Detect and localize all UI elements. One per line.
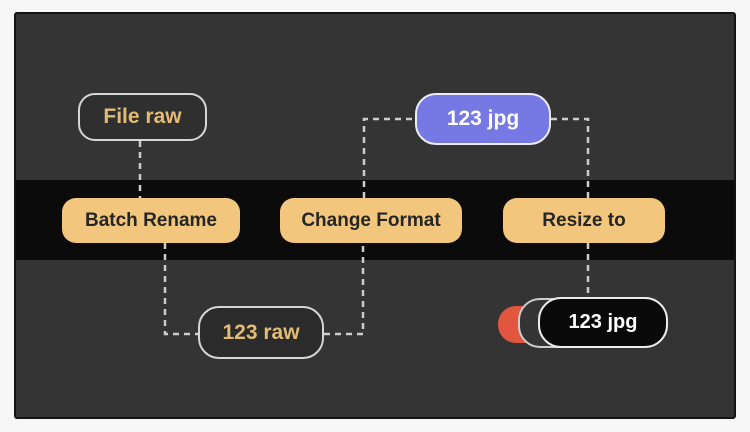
node-renamed-file[interactable]: 123 raw xyxy=(198,306,324,359)
connector-lines xyxy=(138,117,590,336)
action-resize-to[interactable]: Resize to xyxy=(503,198,665,243)
connector-batchrename-to-123raw xyxy=(163,243,198,336)
connector-123jpg-to-resizeto xyxy=(551,117,590,198)
action-change-format-label: Change Format xyxy=(301,209,441,231)
node-output-file[interactable]: 123 jpg xyxy=(538,297,668,348)
diagram-panel: File raw 123 jpg Batch Rename Change For… xyxy=(14,12,736,419)
action-change-format[interactable]: Change Format xyxy=(280,198,462,243)
node-output-file-label: 123 jpg xyxy=(568,311,638,333)
node-source-file-label: File raw xyxy=(103,105,182,128)
action-batch-rename[interactable]: Batch Rename xyxy=(62,198,240,243)
action-batch-rename-label: Batch Rename xyxy=(85,209,217,231)
node-source-file[interactable]: File raw xyxy=(78,93,207,141)
action-resize-to-label: Resize to xyxy=(542,209,626,231)
connector-123raw-to-changeformat xyxy=(324,243,365,336)
connector-changeformat-to-123jpg xyxy=(362,117,415,198)
node-renamed-file-label: 123 raw xyxy=(222,320,300,344)
node-converted-file[interactable]: 123 jpg xyxy=(415,93,551,145)
node-converted-file-label: 123 jpg xyxy=(446,107,520,130)
